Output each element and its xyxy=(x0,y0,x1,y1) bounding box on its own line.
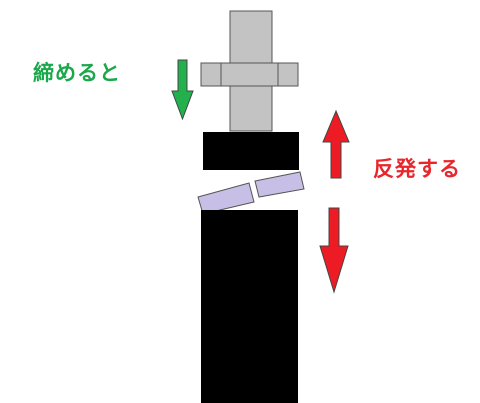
tighten-arrow-down xyxy=(171,59,194,121)
washer-left-piece xyxy=(197,182,255,215)
washer-right-piece xyxy=(254,171,305,198)
nut xyxy=(200,62,299,87)
tighten-label: 締めると xyxy=(33,61,121,85)
rebound-arrow-down xyxy=(319,207,349,294)
lower-block xyxy=(201,210,298,403)
rebound-arrow-up xyxy=(322,109,350,179)
rebound-label: 反発する xyxy=(373,157,461,181)
upper-block xyxy=(203,132,299,170)
